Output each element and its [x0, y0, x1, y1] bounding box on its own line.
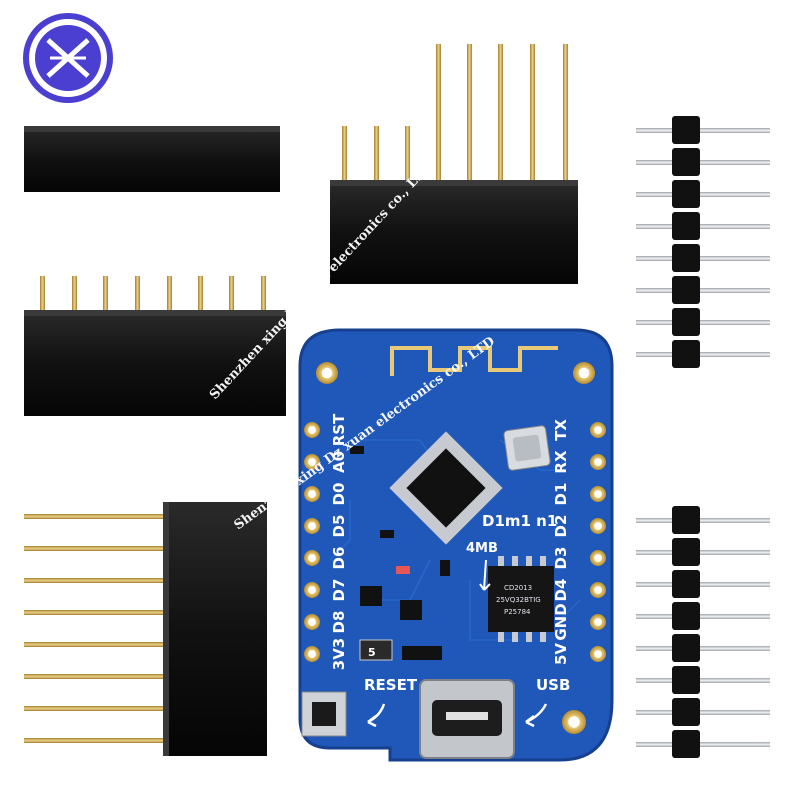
component-label: 5: [368, 646, 376, 659]
usb-port: [419, 679, 515, 759]
right-pin-labels: TX RX D1 D2 D3 D4 GND 5V: [552, 419, 570, 665]
chip-text-2: 25VQ32BTIG: [496, 596, 541, 604]
chip-text-3: P25784: [504, 608, 531, 616]
pin-label-right-2: RX: [552, 450, 570, 474]
pin-label-right-6: D4: [552, 579, 570, 602]
reset-button: [301, 691, 347, 737]
seal-logo: [23, 13, 113, 103]
stacking-header-bottom: [24, 502, 267, 756]
left-pin-labels: RST A0 D0 D5 D6 D7 D8 3V3: [330, 413, 348, 670]
stacking-header-left: [24, 276, 286, 416]
flash-chip: CD2013 25VQ32BTIG P25784: [488, 556, 554, 642]
pin-label-left-5: D6: [330, 547, 348, 570]
male-header-top-right: [636, 116, 770, 368]
board-model-label: D1m1 n1: [482, 512, 557, 530]
pin-label-right-5: D3: [552, 547, 570, 570]
right-pin-pads: [590, 422, 606, 662]
pin-label-right-1: TX: [552, 419, 570, 441]
female-header-short: [24, 126, 280, 192]
pin-label-left-6: D7: [330, 579, 348, 602]
pin-label-right-8: 5V: [552, 643, 570, 665]
pin-label-right-3: D1: [552, 483, 570, 506]
pcb-board: CD2013 25VQ32BTIG P25784 RST: [298, 328, 614, 762]
usb-label: USB: [536, 676, 570, 694]
pin-label-left-1: RST: [330, 413, 348, 446]
pin-label-right-4: D2: [552, 515, 570, 538]
reset-label: RESET: [364, 676, 418, 694]
pin-label-left-3: D0: [330, 483, 348, 506]
flash-size-label: 4MB: [466, 541, 498, 556]
pin-label-left-8: 3V3: [330, 638, 348, 670]
chip-text-1: CD2013: [504, 584, 532, 592]
left-pin-pads: [304, 422, 320, 662]
pin-label-left-4: D5: [330, 515, 348, 538]
pin-label-left-7: D8: [330, 611, 348, 634]
stacking-header-top: [330, 44, 578, 284]
male-header-bottom-right: [636, 506, 770, 758]
crystal: [503, 425, 551, 471]
pin-label-right-7: GND: [552, 603, 570, 640]
pin-label-left-2: A0: [330, 451, 348, 473]
